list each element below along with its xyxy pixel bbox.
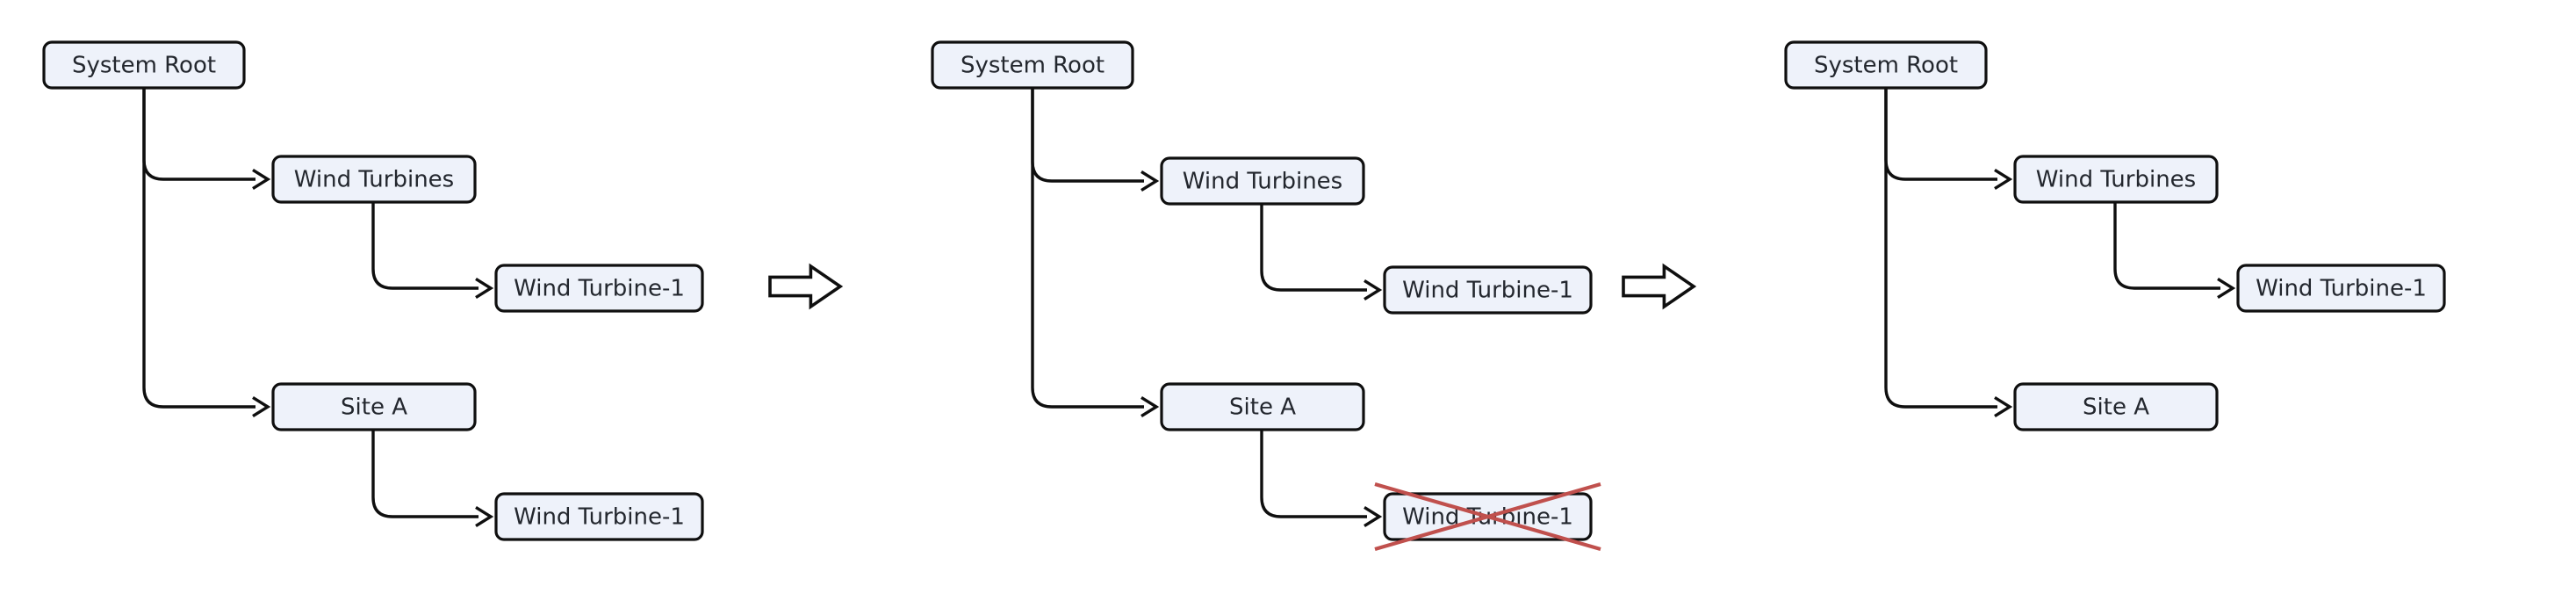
node-box[interactable] — [271, 155, 477, 204]
step-arrow-marked-to-after-icon — [1622, 263, 1697, 310]
node-wt1[interactable]: Wind Turbine-1 — [494, 264, 704, 313]
node-site[interactable]: Site A — [2013, 382, 2219, 431]
connector-root-to-wt — [142, 88, 271, 190]
node-label: System Root — [961, 53, 1105, 79]
connector-arrowhead — [1364, 279, 1383, 300]
node-box[interactable] — [494, 264, 704, 313]
step-arrow-before-to-marked-icon — [768, 263, 844, 310]
node-label: Site A — [2083, 395, 2149, 421]
delete-cross-stroke-b — [1374, 482, 1601, 552]
connector-site-to-site1 — [1260, 430, 1383, 527]
connector-wt-to-wt1 — [2113, 202, 2236, 299]
node-label: Wind Turbine-1 — [1402, 278, 1573, 304]
node-box[interactable] — [2236, 264, 2446, 313]
node-label: System Root — [1814, 53, 1958, 79]
connector-wt-to-wt1 — [371, 202, 494, 299]
connector-line — [371, 430, 479, 518]
connector-root-to-site — [1031, 88, 1160, 417]
connector-site-to-site1 — [371, 430, 494, 527]
node-label: Site A — [341, 395, 407, 421]
connector-arrowhead — [1994, 169, 2013, 190]
node-box[interactable] — [42, 40, 246, 90]
connector-arrowhead — [475, 278, 494, 299]
connector-line — [1260, 430, 1367, 518]
connector-root-to-wt — [1884, 88, 2013, 190]
connector-root-to-site — [1884, 88, 2013, 417]
node-box[interactable] — [494, 492, 704, 541]
node-site1-marked-deleted[interactable]: Wind Turbine-1 — [1374, 482, 1601, 552]
node-wt[interactable]: Wind Turbines — [1160, 156, 1365, 206]
connector-line — [1260, 204, 1367, 292]
node-box[interactable] — [1160, 382, 1365, 431]
connector-arrowhead — [252, 396, 271, 417]
node-label: Wind Turbines — [1183, 169, 1342, 195]
node-label: Wind Turbine-1 — [2256, 276, 2427, 302]
connector-root-to-wt — [1031, 88, 1160, 192]
connector-line — [142, 88, 255, 181]
node-root[interactable]: System Root — [42, 40, 246, 90]
connector-line — [142, 88, 255, 409]
connector-arrowhead — [1994, 396, 2013, 417]
node-site1[interactable]: Wind Turbine-1 — [494, 492, 704, 541]
connector-line — [1884, 88, 1997, 409]
node-site[interactable]: Site A — [271, 382, 477, 431]
node-box[interactable] — [1160, 156, 1365, 206]
node-wt[interactable]: Wind Turbines — [271, 155, 477, 204]
connector-line — [1031, 88, 1144, 409]
node-label: System Root — [72, 53, 216, 79]
node-box[interactable] — [271, 382, 477, 431]
connector-wt-to-wt1 — [1260, 204, 1383, 300]
connector-arrowhead — [1140, 396, 1160, 417]
node-label: Wind Turbines — [294, 167, 454, 193]
connector-arrowhead — [1364, 506, 1383, 527]
connector-arrowhead — [1140, 170, 1160, 192]
node-box[interactable] — [1784, 40, 1988, 90]
node-box[interactable] — [931, 40, 1134, 90]
node-wt1[interactable]: Wind Turbine-1 — [1383, 265, 1593, 315]
connector-arrowhead — [252, 169, 271, 190]
node-box[interactable] — [2013, 382, 2219, 431]
node-root[interactable]: System Root — [1784, 40, 1988, 90]
connector-line — [371, 202, 479, 290]
node-label: Wind Turbines — [2036, 167, 2196, 193]
node-label: Wind Turbine-1 — [514, 504, 685, 531]
connector-arrowhead — [2217, 278, 2236, 299]
node-label: Wind Turbine-1 — [514, 276, 685, 302]
connector-root-to-site — [142, 88, 271, 417]
node-label: Site A — [1229, 395, 1296, 421]
connector-arrowhead — [475, 506, 494, 527]
node-site[interactable]: Site A — [1160, 382, 1365, 431]
node-wt[interactable]: Wind Turbines — [2013, 155, 2219, 204]
node-box[interactable] — [2013, 155, 2219, 204]
node-root[interactable]: System Root — [931, 40, 1134, 90]
connector-line — [1031, 88, 1144, 183]
connector-line — [2113, 202, 2220, 290]
node-box[interactable] — [1383, 265, 1593, 315]
connector-line — [1884, 88, 1997, 181]
node-wt1[interactable]: Wind Turbine-1 — [2236, 264, 2446, 313]
